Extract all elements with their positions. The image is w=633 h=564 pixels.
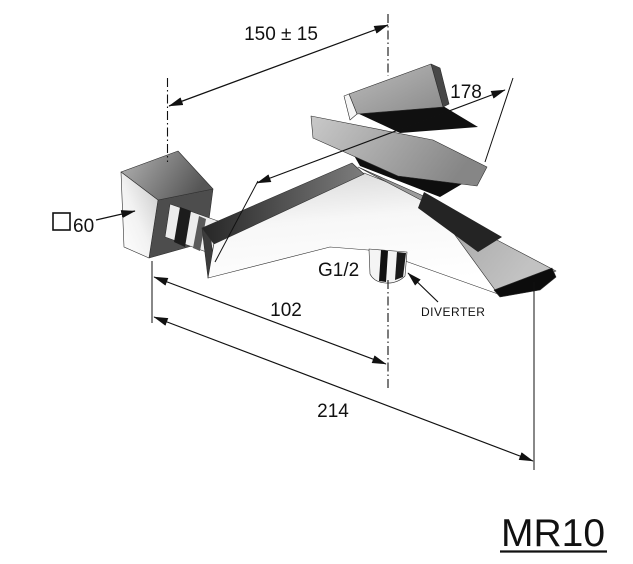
diverter-stripe-2 xyxy=(395,252,406,280)
dimension-plate-size: 60 xyxy=(52,210,136,237)
dimension-wall-distance: 150 ± 15 xyxy=(168,24,389,107)
spout-reflection-streak xyxy=(418,192,502,252)
dimension-projection-total: 214 xyxy=(153,316,534,462)
diverter-label: DIVERTER xyxy=(421,305,485,319)
annotation-thread: G1/2 xyxy=(318,260,359,281)
diverter-knob xyxy=(368,248,408,284)
dimension-projection-center: 102 xyxy=(153,276,387,365)
spout-tip-opening xyxy=(493,267,557,298)
dimension-label-150: 150 ± 15 xyxy=(244,24,318,45)
nipple-chrome-stripe xyxy=(174,207,191,247)
thread-label: G1/2 xyxy=(318,260,359,281)
dimension-top-width: 178 xyxy=(256,82,506,184)
diverter-stripe xyxy=(379,250,388,282)
leader-line-plate xyxy=(95,210,136,221)
product-code: MR10 xyxy=(500,512,607,555)
extension-line-178-left xyxy=(214,180,259,263)
mixer-body xyxy=(201,162,557,298)
dimension-label-60: 60 xyxy=(73,216,94,237)
dimension-label-102: 102 xyxy=(270,300,302,321)
handle-rear-blade xyxy=(348,63,444,115)
annotation-diverter: DIVERTER xyxy=(407,272,485,319)
leader-line-diverter xyxy=(407,272,439,303)
dimension-line-214 xyxy=(153,316,534,462)
dimension-line-150 xyxy=(168,24,389,107)
product-code-text: MR10 xyxy=(501,512,605,555)
square-symbol xyxy=(52,212,71,231)
wall-plate-front-face xyxy=(120,171,159,259)
dimension-label-214: 214 xyxy=(317,401,349,422)
extension-line-178-right xyxy=(484,77,514,163)
nipple-chrome-stripe-2 xyxy=(193,216,206,251)
dimension-label-178: 178 xyxy=(450,82,482,103)
dimension-line-178 xyxy=(256,89,506,184)
